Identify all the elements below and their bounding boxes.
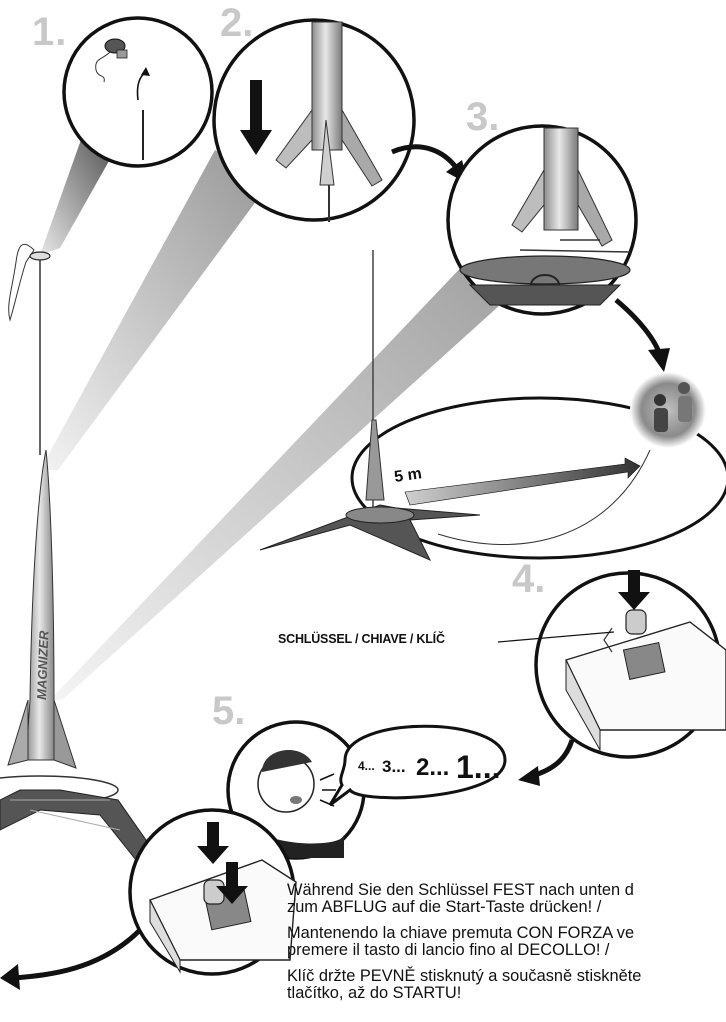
instructions-block: Während Sie den Schlüssel FEST nach unte… <box>287 882 726 1011</box>
instruction-cs-line1: Klíč držte PEVNĚ stisknutý a současně st… <box>287 967 641 985</box>
step3-callout <box>448 126 636 314</box>
step4-callout <box>536 570 726 757</box>
key-label: SCHLÜSSEL / CHIAVE / KLÍČ <box>278 632 445 646</box>
instruction-de: Während Sie den Schlüssel FEST nach unte… <box>287 882 726 916</box>
step-number-1: 1. <box>32 10 67 54</box>
countdown-3: 3... <box>382 757 406 776</box>
instruction-it-line2: premere il tasto di lancio fino al DECOL… <box>287 941 610 959</box>
launch-button-callout <box>130 810 296 974</box>
step-number-5: 5. <box>212 689 245 733</box>
countdown-2: 2... <box>416 754 449 781</box>
step2-callout <box>214 20 414 222</box>
countdown-1: 1... <box>456 749 500 785</box>
instruction-cs-line2: tlačítko, až do STARTU! <box>287 984 461 1002</box>
arrow-step3-to-safety <box>616 300 660 355</box>
spectators-photo <box>630 372 706 448</box>
step-number-3: 3. <box>466 95 499 139</box>
instruction-de-line1: Während Sie den Schlüssel FEST nach unte… <box>287 882 634 899</box>
step1-callout <box>64 18 212 166</box>
instruction-de-line2: zum ABFLUG auf die Start-Taste drücken! … <box>287 898 601 916</box>
instruction-it-line1: Mantenendo la chiave premuta CON FORZA v… <box>287 924 634 942</box>
step-number-2: 2. <box>220 1 253 45</box>
step-number-4: 4. <box>512 557 545 601</box>
instruction-it: Mantenendo la chiave premuta CON FORZA v… <box>287 925 726 959</box>
rocket-name-decal: MAGNIZER <box>34 630 51 700</box>
countdown-4: 4... <box>358 759 375 773</box>
arrow-bottom-return <box>14 930 140 978</box>
instruction-cs: Klíč držte PEVNĚ stisknutý a současně st… <box>287 968 726 1002</box>
